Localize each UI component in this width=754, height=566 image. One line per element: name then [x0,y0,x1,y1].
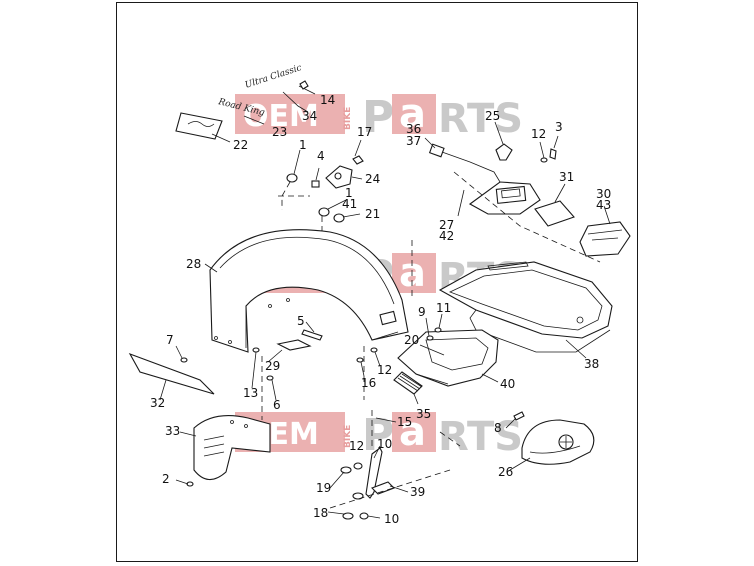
rear-fender-28 [204,229,409,353]
screw-7 [175,345,188,363]
washers-19-10 [329,462,363,489]
callout-16: 16 [361,376,376,390]
callout-34: 34 [302,109,317,123]
fastener-stack-top [278,139,364,232]
emblem-ultra-classic: Ultra Classic [244,63,303,91]
screws-9-11 [425,313,443,341]
callout-17: 17 [357,125,372,139]
bolt-5 [301,321,323,341]
callout-24: 24 [365,172,380,186]
callout-31: 31 [559,170,574,184]
callout-19: 19 [316,481,331,495]
screw-3-nut-12 [539,135,559,163]
hinge-29 [267,339,312,363]
callout-30: 30 [596,187,611,201]
watermark-p: P [362,92,394,143]
callout-26: 26 [498,465,513,479]
callout-12-top: 12 [531,127,546,141]
watermark-oem: OEM [243,99,319,134]
mud-flap-33 [179,415,271,481]
callout-8: 8 [494,421,502,435]
bulb-25 [494,121,513,161]
callout-22: 22 [233,138,248,152]
watermark-a: a [399,250,426,296]
callout-14: 14 [320,93,335,107]
callout-32: 32 [150,396,165,410]
screw-2 [175,479,194,487]
watermark-bike: BIKE [343,425,353,448]
callout-28: 28 [186,257,201,271]
screw-8 [505,411,525,429]
nuts-16-12 [356,347,381,377]
lamp-30 [579,205,631,257]
callout-15: 15 [397,415,412,429]
callout-18: 18 [313,506,328,520]
callout-12-bottom: 12 [349,439,364,453]
watermark-rts: RTS [438,414,523,460]
callout-35: 35 [416,407,431,421]
emblem-ultra-classic-text: Ultra Classic [244,63,303,91]
watermark-top: OEM BIKE P a RTS [235,91,523,143]
callout-27: 27 [439,218,454,232]
medallion-22 [175,112,223,140]
callout-5: 5 [297,314,305,328]
callout-1-top: 1 [299,138,307,152]
callout-4: 4 [317,149,325,163]
callout-25: 25 [485,109,500,123]
callout-38: 38 [584,357,599,371]
callout-39: 39 [410,485,425,499]
trim-strip-32 [128,352,215,401]
luggage-rack-38 [438,261,613,359]
callout-36: 36 [406,122,421,136]
callout-9: 9 [418,305,426,319]
reflector-35 [393,371,423,405]
bracket-39 [365,445,409,499]
callout-37: 37 [406,134,421,148]
nuts-18-10 [327,492,381,520]
callout-2: 2 [162,472,170,486]
side-guard-26 [509,419,595,471]
callout-11: 11 [436,301,451,315]
callout-13: 13 [243,386,258,400]
callout-3: 3 [555,120,563,134]
light-bar-27 [457,181,541,217]
callout-21: 21 [365,207,380,221]
callout-23: 23 [272,125,287,139]
callout-6: 6 [273,398,281,412]
callout-41: 41 [342,197,357,211]
watermark-rts: RTS [438,96,523,142]
callout-10-bottom: 10 [384,512,399,526]
callout-29: 29 [265,359,280,373]
callout-42: 42 [439,229,454,243]
callout-43: 43 [596,198,611,212]
callout-33: 33 [165,424,180,438]
callout-20: 20 [404,333,419,347]
watermark-a: a [399,409,426,455]
watermark-a: a [399,91,426,137]
screw-13 [251,347,260,389]
tail-section-40 [397,329,499,387]
screw-6 [266,375,277,401]
gasket-31 [534,183,575,227]
callout-7: 7 [166,333,174,347]
callout-1-middle: 1 [345,186,353,200]
watermark-bike: BIKE [343,107,353,130]
callout-12-middle: 12 [377,363,392,377]
plug-36 [424,137,501,183]
callout-10-top: 10 [377,437,392,451]
callout-40: 40 [500,377,515,391]
